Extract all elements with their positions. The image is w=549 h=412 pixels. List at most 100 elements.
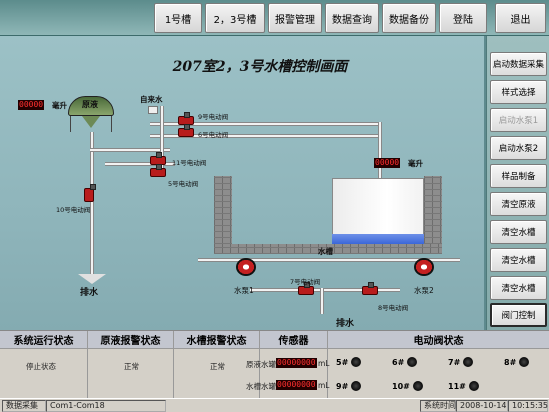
drain-left-icon	[78, 274, 106, 284]
system-status-value: 停止状态	[26, 362, 56, 371]
valve6-icon[interactable]	[178, 124, 194, 137]
tank-floor	[214, 244, 442, 254]
pipe-tap-riser	[160, 106, 164, 176]
pipe-down-to-tank	[378, 122, 382, 182]
pump1-label: 水泵1	[234, 286, 254, 295]
valve11-status-indicator	[468, 381, 479, 391]
tank-wall-right	[424, 176, 442, 250]
valve8-label: 8号电动阀	[378, 304, 409, 312]
raw-alarm-value: 正常	[124, 362, 139, 371]
statusbar-time-label: 系统时间	[420, 400, 456, 412]
statusbar-port: Com1-Com18	[46, 400, 166, 412]
pipe-pump-line	[198, 258, 460, 262]
nav-alarm-button[interactable]: 报警管理	[268, 3, 322, 33]
page-title: 207室2，3号水槽控制画面	[172, 59, 348, 75]
valve-status-heading: 电动阀状态	[328, 331, 549, 349]
valve7-status: 7#	[448, 357, 474, 367]
system-status-column: 系统运行状态 停止状态	[0, 331, 88, 399]
valve6-status-indicator	[407, 357, 418, 367]
empty-raw-button[interactable]: 清空原液	[490, 192, 547, 216]
raw-tank-label: 原液	[82, 100, 98, 109]
valve6-status-label: 6#	[392, 357, 405, 367]
start-pump1-button[interactable]: 启动水泵1	[490, 108, 547, 132]
raw-alarm-heading: 原液报警状态	[88, 331, 173, 349]
empty-tank-button[interactable]: 清空水槽	[490, 220, 547, 244]
valve8-icon[interactable]	[362, 282, 378, 295]
sensor2-readout: 00000000	[276, 380, 317, 390]
tank-level-readout: 00000	[374, 158, 401, 168]
process-canvas: 207室2，3号水槽控制画面 00000 毫升 原液 自来水 9号电动阀 6号电…	[0, 36, 486, 330]
tap-water-faucet	[148, 106, 158, 114]
valve-status-column: 电动阀状态	[328, 331, 549, 399]
raw-level-readout: 00000	[18, 100, 45, 110]
nav-backup-button[interactable]: 数据备份	[382, 3, 436, 33]
statusbar-time: 10:15:35	[508, 400, 548, 412]
valve8-status-label: 8#	[504, 357, 517, 367]
valve6-status: 6#	[392, 357, 418, 367]
valve9-status: 9#	[336, 381, 362, 391]
valve10-status-label: 10#	[392, 381, 410, 391]
system-status-heading: 系统运行状态	[0, 331, 87, 349]
nav-tank1-button[interactable]: 1号槽	[154, 3, 202, 33]
pipe-raw-branch	[90, 148, 170, 152]
valve9-status-indicator	[351, 381, 362, 391]
valve7-label: 7号电动阀	[290, 278, 321, 286]
pump1-icon[interactable]	[236, 258, 256, 276]
pipe-drain-bottom	[320, 288, 324, 314]
valve5-status-indicator	[351, 357, 362, 367]
statusbar-date: 2008-10-14	[456, 400, 508, 412]
valve-control-button[interactable]: 阀门控制	[490, 303, 547, 327]
raw-tank-cone	[82, 116, 100, 128]
status-area: 系统运行状态 停止状态 原液报警状态 正常 水槽报警状态 正常 传感器 原液水罐…	[0, 330, 549, 399]
tap-water-label: 自来水	[140, 95, 163, 104]
valve10-label: 10号电动阀	[56, 206, 91, 214]
status-bar: 数据采集 Com1-Com18 系统时间 2008-10-14 10:15:35	[0, 398, 549, 412]
sensor1-label: 原液水罐	[246, 360, 276, 369]
sensor-heading: 传感器	[260, 331, 327, 349]
valve7-status-label: 7#	[448, 357, 461, 367]
empty-tank3-button[interactable]: 清空水槽	[490, 276, 547, 300]
valve10-icon[interactable]	[84, 184, 96, 202]
tank-alarm-heading: 水槽报警状态	[174, 331, 259, 349]
valve5-label: 5号电动阀	[168, 180, 199, 188]
drain-left-label: 排水	[80, 288, 99, 298]
valve8-status-indicator	[519, 357, 530, 367]
valve5-icon[interactable]	[150, 164, 166, 177]
tank-alarm-value: 正常	[210, 362, 225, 371]
nav-query-button[interactable]: 数据查询	[325, 3, 379, 33]
style-select-button[interactable]: 样式选择	[490, 80, 547, 104]
valve7-icon[interactable]	[298, 282, 314, 295]
valve6-label: 6号电动阀	[198, 131, 229, 139]
nav-tank23-button[interactable]: 2，3号槽	[205, 3, 265, 33]
tank-wall-left	[214, 176, 232, 250]
start-collect-button[interactable]: 启动数据采集	[490, 52, 547, 76]
start-pump2-button[interactable]: 启动水泵2	[490, 136, 547, 160]
valve11-status: 11#	[448, 381, 479, 391]
pipe-valve11-line	[105, 162, 175, 166]
nav-login-button[interactable]: 登陆	[439, 3, 487, 33]
sensor1-readout: 00000000	[276, 358, 317, 368]
raw-level-unit: 毫升	[52, 101, 67, 110]
sensor2-unit: mL	[318, 381, 330, 390]
pump2-icon[interactable]	[414, 258, 434, 276]
valve11-status-label: 11#	[448, 381, 466, 391]
valve5-status: 5#	[336, 357, 362, 367]
tank-alarm-column: 水槽报警状态 正常	[174, 331, 260, 399]
raw-outlet-pipe	[90, 132, 94, 282]
valve11-label: 11号电动阀	[172, 159, 207, 167]
sample-prep-button[interactable]: 样品制备	[490, 164, 547, 188]
nav-exit-button[interactable]: 退出	[495, 3, 546, 33]
pump2-label: 水泵2	[414, 286, 434, 295]
valve10-status-indicator	[412, 381, 423, 391]
valve5-status-label: 5#	[336, 357, 349, 367]
pipe-bottom-line	[250, 288, 400, 292]
pipe-valve6-line	[150, 134, 380, 138]
valve8-status: 8#	[504, 357, 530, 367]
valve9-status-label: 9#	[336, 381, 349, 391]
side-panel: 启动数据采集 样式选择 启动水泵1 启动水泵2 样品制备 清空原液 清空水槽 清…	[486, 36, 549, 330]
empty-tank2-button[interactable]: 清空水槽	[490, 248, 547, 272]
tank-water-level	[332, 234, 424, 244]
tank-water-body	[332, 178, 424, 238]
valve10-status: 10#	[392, 381, 423, 391]
valve7-status-indicator	[463, 357, 474, 367]
